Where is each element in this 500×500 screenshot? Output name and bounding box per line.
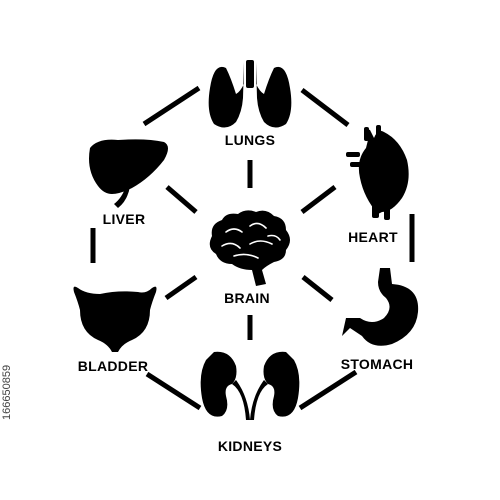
brain-folds	[221, 222, 281, 259]
bladder-label: BLADDER	[77, 358, 149, 374]
connector-lungs-heart	[300, 88, 350, 127]
brain-label: BRAIN	[224, 290, 270, 306]
spoke-stomach	[301, 275, 334, 302]
bladder-icon	[73, 286, 157, 352]
outer-connectors	[90, 85, 415, 411]
connector-stomach-kidneys	[298, 369, 358, 411]
lungs-icon	[208, 60, 292, 128]
image-id-text: 166650859	[1, 364, 13, 420]
connector-kidneys-bladder	[145, 371, 202, 411]
stomach-label: STOMACH	[340, 356, 414, 372]
stomach-icon	[342, 268, 419, 346]
heart-label: HEART	[348, 229, 398, 245]
kidneys-label: KIDNEYS	[217, 438, 283, 454]
heart-icon	[346, 125, 409, 220]
liver-label: LIVER	[102, 211, 146, 227]
lungs-label: LUNGS	[224, 132, 276, 148]
spoke-liver	[165, 185, 198, 214]
liver-icon	[89, 139, 168, 208]
kidneys-icon	[200, 351, 300, 420]
connector-liver-lungs	[142, 85, 201, 127]
spoke-heart	[300, 185, 337, 214]
inner-spokes	[164, 160, 337, 340]
brain-icon	[209, 210, 290, 286]
spoke-bladder	[164, 274, 198, 301]
